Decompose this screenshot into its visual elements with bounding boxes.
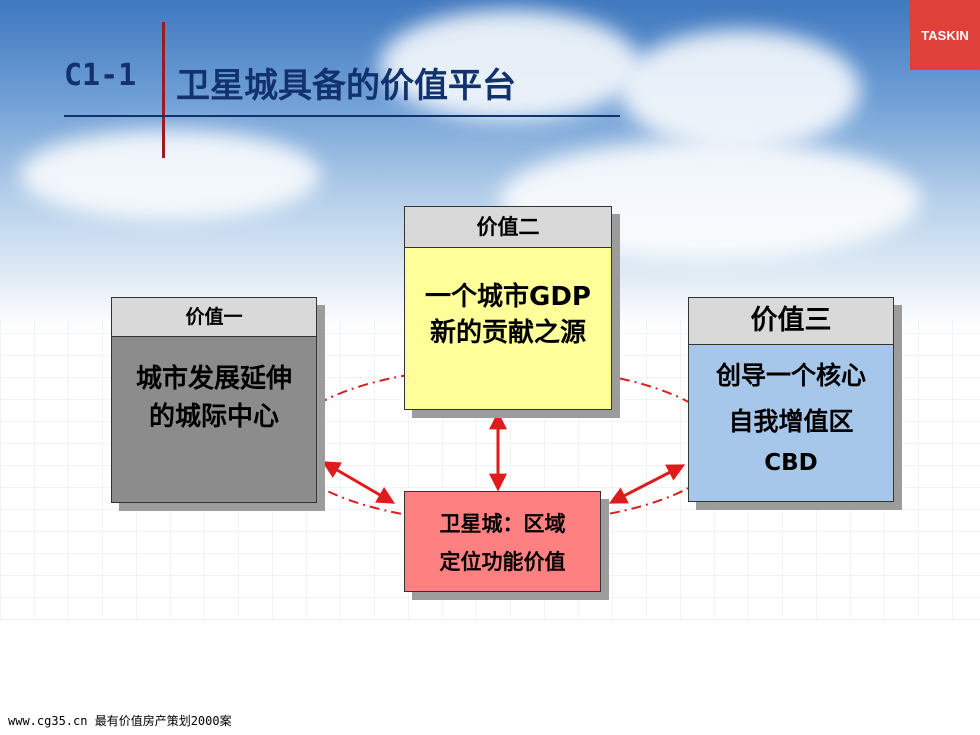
value-two-header: 价值二 bbox=[405, 207, 611, 248]
center-line2: 定位功能价值 bbox=[439, 550, 566, 574]
footer-text: www.cg35.cn 最有价值房产策划2000案 bbox=[8, 714, 232, 728]
arrow-value-three-center bbox=[608, 464, 686, 504]
value-two-box: 价值二 一个城市GDP新的贡献之源 bbox=[404, 206, 612, 410]
cloud bbox=[20, 130, 320, 220]
title-underline bbox=[64, 115, 620, 117]
value-three-header: 价值三 bbox=[689, 298, 893, 345]
value-one-header: 价值一 bbox=[112, 298, 316, 337]
value-one-text: 城市发展延伸的城际中心 bbox=[135, 364, 292, 432]
value-three-box: 价值三 创导一个核心 自我增值区 CBD bbox=[688, 297, 894, 502]
cloud bbox=[620, 30, 860, 150]
arrow-value-one-center bbox=[321, 461, 396, 504]
slide-title: 卫星城具备的价值平台 bbox=[176, 66, 516, 106]
value-one-box: 价值一 城市发展延伸的城际中心 bbox=[111, 297, 317, 503]
taskin-logo: TASKIN bbox=[910, 0, 980, 70]
value-three-line1: 创导一个核心 bbox=[715, 361, 866, 390]
slide-code: C1-1 bbox=[64, 58, 137, 93]
value-three-line3: CBD bbox=[764, 450, 818, 476]
satellite-city-box: 卫星城：区域 定位功能价值 bbox=[404, 491, 601, 592]
value-three-line2: 自我增值区 bbox=[728, 407, 854, 436]
cloud bbox=[380, 10, 640, 120]
center-line1: 卫星城：区域 bbox=[439, 512, 566, 536]
value-two-text: 一个城市GDP新的贡献之源 bbox=[425, 282, 591, 348]
title-divider bbox=[162, 22, 165, 158]
